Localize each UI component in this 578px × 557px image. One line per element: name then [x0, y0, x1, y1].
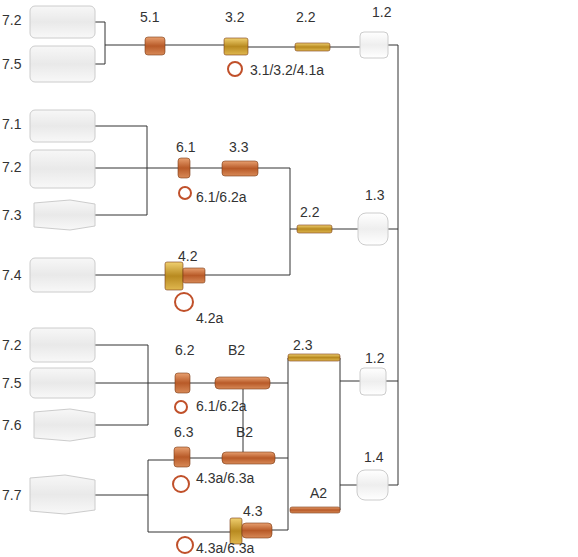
callout-number: 7.7 [2, 487, 21, 503]
callout-number: 1.2 [365, 350, 384, 366]
callout-number: 2.2 [300, 204, 319, 220]
callout-number: 1.3 [365, 187, 384, 203]
callout-number: 4.3 [243, 503, 262, 519]
callout-number: 6.3 [174, 424, 193, 440]
callout-number: 6.1/6.2a [196, 398, 247, 414]
callout-number: 7.2 [2, 159, 21, 175]
callout-number: 7.5 [2, 375, 21, 391]
metal-parts [145, 37, 340, 544]
glass-cups [30, 6, 95, 514]
callout-number: 7.3 [2, 207, 21, 223]
callout-number: 7.2 [2, 12, 21, 28]
callout-number: 3.2 [225, 9, 244, 25]
callout-number: 4.2 [178, 248, 197, 264]
callout-number: B2 [236, 424, 253, 440]
callout-number: 1.4 [364, 449, 383, 465]
ceramic-parts [357, 32, 388, 500]
callout-number: 1.2 [372, 4, 391, 20]
callout-number: 7.2 [2, 337, 21, 353]
callout-number: 7.5 [2, 56, 21, 72]
callout-number: 4.2a [196, 310, 223, 326]
callout-number: 3.1/3.2/4.1a [250, 62, 324, 78]
leader-lines [95, 22, 398, 532]
callout-number: 6.1/6.2a [196, 189, 247, 205]
callout-number: B2 [228, 342, 245, 358]
callout-number: 6.2 [175, 342, 194, 358]
callout-number: 7.6 [2, 417, 21, 433]
callout-number: 6.1 [176, 139, 195, 155]
callout-number: 7.1 [2, 116, 21, 132]
callout-number: A2 [310, 485, 327, 501]
callout-number: 4.3a/6.3a [196, 540, 254, 556]
callout-number: 2.2 [296, 9, 315, 25]
callout-number: 7.4 [2, 267, 21, 283]
callout-number: 2.3 [293, 337, 312, 353]
callout-number: 5.1 [140, 9, 159, 25]
callout-number: 3.3 [229, 139, 248, 155]
callout-number: 4.3a/6.3a [196, 470, 254, 486]
